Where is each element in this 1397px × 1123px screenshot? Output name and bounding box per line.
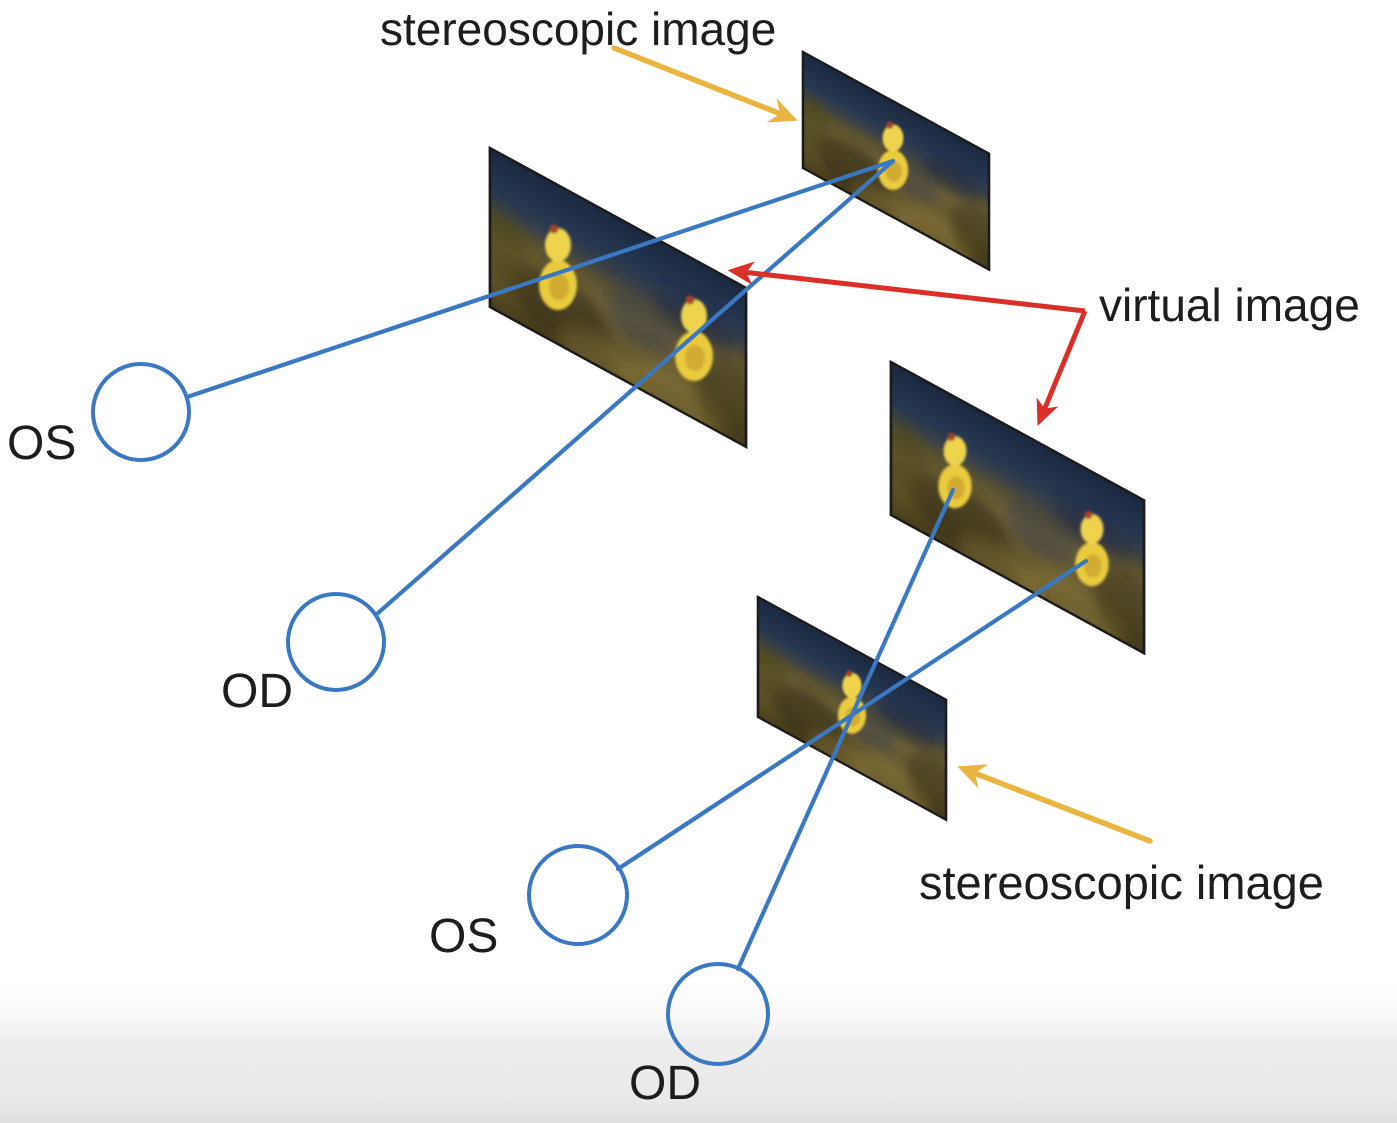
sight-line-os-upper [184, 158, 896, 400]
label-stereoscopic-top: stereoscopic image [380, 3, 776, 55]
eye-os-lower-circle [527, 844, 629, 946]
floor-shadow-gradient [0, 975, 1397, 1123]
virtual-image-arrow-down [1036, 310, 1088, 426]
panel-stereoscopic-top [801, 49, 991, 272]
label-eye-os-lower: OS [429, 910, 498, 963]
panel-virtual-middle-right [889, 359, 1146, 656]
sight-line-od-upper [375, 158, 896, 616]
virtual-image-arrows [727, 261, 1088, 426]
eyes [91, 362, 770, 1066]
panel-virtual-upper-left [488, 145, 748, 450]
sight-lines [184, 158, 1089, 972]
panel-stereoscopic-bottom [756, 594, 948, 822]
label-eye-od-lower: OD [629, 1057, 701, 1110]
label-eye-od-upper: OD [221, 665, 293, 718]
sight-line-od-lower [735, 487, 956, 972]
label-stereoscopic-bottom: stereoscopic image [919, 856, 1324, 909]
stereo-top-arrow [611, 45, 798, 123]
label-virtual-image: virtual image [1099, 279, 1360, 331]
virtual-image-arrow-left [727, 261, 1086, 314]
stereoscopic-image-arrows [611, 45, 1153, 844]
eye-od-upper-circle [286, 592, 386, 692]
eye-od-lower-circle [666, 962, 770, 1066]
label-eye-os-upper: OS [7, 417, 76, 470]
panel-border [801, 49, 991, 272]
eye-os-upper-circle [91, 362, 191, 462]
panel-border [488, 145, 748, 450]
stereo-bottom-arrow [957, 764, 1153, 844]
panel-border [756, 594, 948, 822]
panel-border [889, 359, 1146, 656]
